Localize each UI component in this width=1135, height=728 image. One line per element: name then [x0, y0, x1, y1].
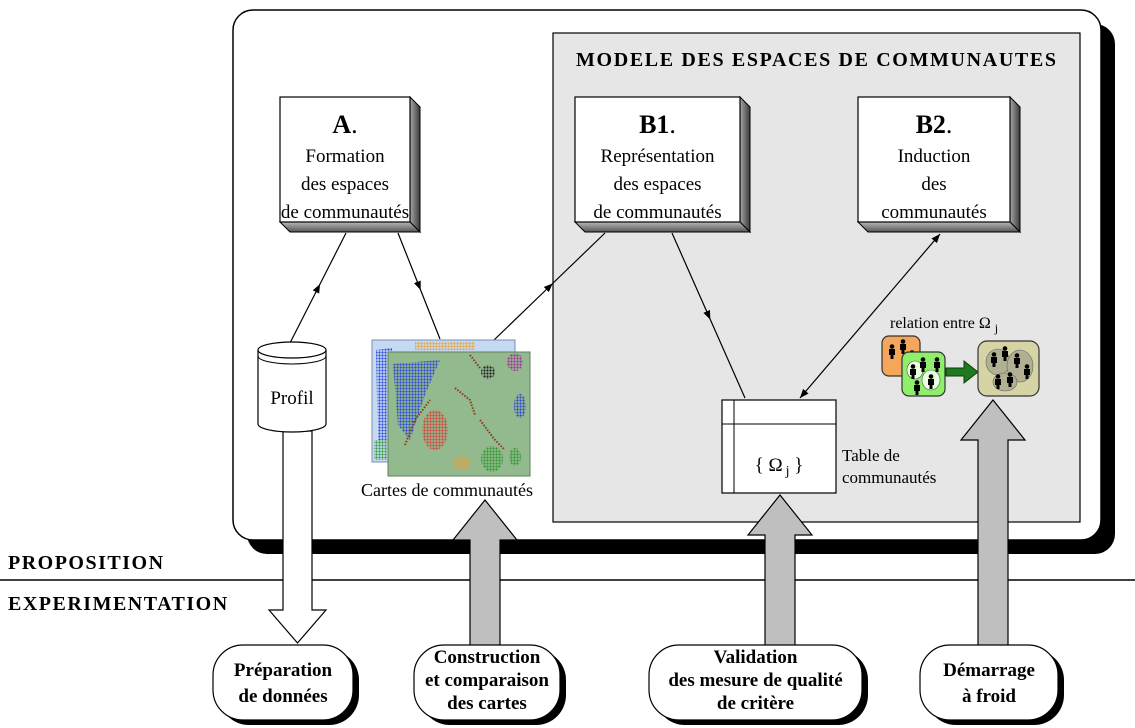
table-frame	[721, 399, 837, 494]
box-b1-line-2: des espaces	[613, 174, 701, 195]
box-a-letter: A	[332, 110, 351, 139]
map-cluster-purple	[507, 353, 523, 371]
box-a-line-1: Formation	[305, 146, 385, 167]
step-pill	[413, 644, 561, 721]
arrow-table-b2-bidirectional	[799, 233, 941, 399]
box-a-line-2: des espaces	[301, 174, 389, 195]
omega-symbol: Ω	[768, 455, 782, 476]
box-b1-bevel-bottom	[573, 221, 752, 233]
map-icon	[371, 339, 531, 477]
step-pill	[212, 644, 354, 721]
section-experimentation: EXPERIMENTATION	[8, 593, 229, 615]
step-quality-validation: Validation des mesure de qualité de crit…	[648, 644, 868, 725]
box-a-heading: A.	[332, 110, 357, 139]
box-b1-face	[574, 96, 741, 223]
box-a: A. Formation des espaces de communautés	[278, 95, 422, 234]
box-b1: B1. Représentation des espaces de commun…	[573, 95, 752, 234]
box-a-bevel-right	[409, 95, 421, 234]
map-cluster-dark	[481, 365, 495, 379]
step-line-3: des cartes	[447, 693, 527, 714]
box-b2-line-3: communautés	[881, 202, 987, 223]
relation-arrow-icon	[945, 359, 979, 385]
database-rim	[257, 355, 327, 365]
relation-label-subscript: j	[994, 321, 998, 335]
step-line-2: de données	[238, 686, 327, 707]
box-b1-heading: B1.	[639, 110, 676, 139]
step-line-1: Construction	[434, 647, 541, 668]
box-b1-letter: B1	[639, 110, 669, 139]
box-b1-period: .	[669, 110, 676, 139]
relation-label-text: relation entre Ω	[890, 315, 991, 332]
box-b2: B2. Induction des communautés	[856, 95, 1022, 234]
database-label: Profil	[270, 388, 313, 409]
box-b2-letter: B2	[916, 110, 946, 139]
step-pill	[648, 644, 863, 721]
step-line-3: de critère	[717, 693, 794, 714]
map-back-cluster-green	[374, 440, 390, 460]
model-panel-title: MODELE DES ESPACES DE COMMUNAUTES	[576, 49, 1056, 71]
box-b2-bevel-right	[1009, 95, 1021, 234]
map-cluster-green	[481, 446, 503, 472]
box-a-bevel-bottom	[278, 221, 422, 233]
arrow-profil-to-a	[289, 232, 347, 344]
box-b1-bevel-right	[739, 95, 751, 234]
section-proposition: PROPOSITION	[8, 552, 165, 574]
map-cluster-orange	[453, 456, 471, 470]
table-brace-open: {	[755, 455, 764, 476]
map-cluster-red	[422, 410, 448, 450]
step-line-2: à froid	[962, 686, 1016, 707]
arrow-a-to-maps	[397, 232, 441, 340]
database-body	[257, 350, 327, 433]
step-line-1: Validation	[714, 647, 798, 668]
box-b1-line-3: de communautés	[593, 202, 721, 223]
box-b2-heading: B2.	[916, 110, 953, 139]
down-arrow-profil	[267, 430, 328, 644]
map-cluster-blue	[393, 360, 440, 440]
box-a-face	[279, 96, 411, 223]
box-a-line-3: de communautés	[281, 202, 409, 223]
omega-subscript: j	[785, 464, 790, 479]
arrow-b1-to-table	[671, 232, 746, 399]
table-caption-line-2: communautés	[842, 468, 936, 487]
step-line-2: et comparaison	[425, 670, 549, 691]
database-icon: Profil	[257, 341, 327, 433]
box-b2-line-2: des	[921, 174, 946, 195]
map-cluster-green-small	[509, 448, 521, 466]
step-pill	[919, 644, 1059, 721]
box-a-period: .	[351, 110, 358, 139]
step-cold-start: Démarrage à froid	[919, 644, 1064, 725]
step-line-1: Démarrage	[943, 660, 1035, 681]
map-back-cluster-orange	[415, 342, 475, 350]
step-map-construction: Construction et comparaison des cartes	[413, 644, 566, 725]
step-line-1: Préparation	[234, 660, 333, 681]
box-b2-face	[857, 96, 1011, 223]
map-scatter-brown	[404, 354, 506, 451]
step-line-2: des mesure de qualité	[668, 670, 842, 691]
box-b2-period: .	[946, 110, 953, 139]
step-data-preparation: Préparation de données	[212, 644, 359, 725]
map-cluster-blue-right	[514, 394, 526, 418]
community-groups-icon	[881, 335, 1040, 397]
table-caption-line-1: Table de	[842, 446, 900, 465]
table-brace-close: }	[794, 455, 803, 476]
database-top	[257, 341, 327, 359]
box-b1-line-1: Représentation	[601, 146, 715, 167]
box-b2-line-1: Induction	[898, 146, 971, 167]
arrow-maps-to-b1	[493, 232, 606, 341]
maps-caption: Cartes de communautés	[361, 480, 533, 500]
box-b2-bevel-bottom	[856, 221, 1022, 233]
